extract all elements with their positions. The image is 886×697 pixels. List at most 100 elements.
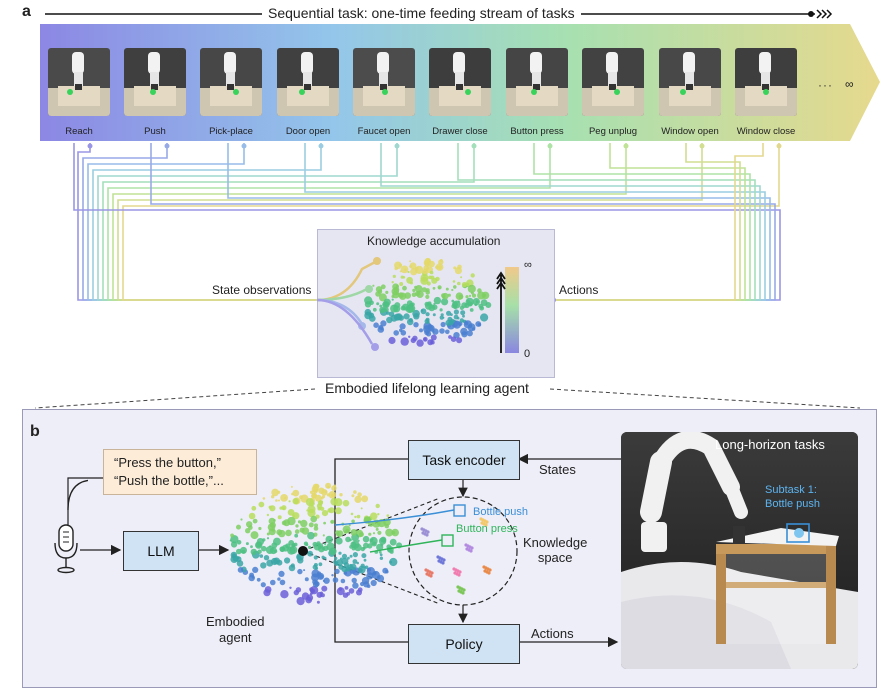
brain-node	[259, 554, 264, 558]
task-label: Door open	[285, 126, 331, 137]
brain-node	[344, 586, 349, 590]
brain-node	[370, 579, 377, 587]
brain-node	[237, 567, 244, 573]
knowledge-accumulation-title: Knowledge accumulation	[367, 234, 501, 248]
brain-node	[400, 337, 409, 346]
brain-node	[333, 484, 337, 488]
brain-node	[256, 577, 261, 582]
brain-node	[468, 294, 472, 297]
state-observations-label: State observations	[212, 283, 312, 297]
brain-node	[445, 287, 449, 291]
button-press-link	[369, 539, 443, 553]
brain-node	[480, 306, 483, 309]
brain-node	[288, 500, 291, 503]
brain-node	[257, 549, 262, 554]
brain-node	[292, 512, 300, 520]
brain-node	[460, 276, 463, 279]
task-label: Faucet open	[357, 126, 411, 137]
brain-node	[392, 531, 396, 535]
brain-node	[361, 553, 367, 559]
brain-node	[351, 519, 355, 524]
brain-node	[407, 304, 416, 313]
brain-node	[316, 600, 320, 604]
brain-node	[423, 337, 427, 341]
brain-node	[361, 495, 369, 503]
brain-node	[236, 524, 241, 530]
brain-node	[409, 262, 417, 270]
brain-node	[450, 313, 453, 316]
observation-line	[122, 143, 780, 301]
task-thumbnail	[48, 48, 110, 116]
brain-node	[334, 507, 342, 515]
brain-node	[439, 315, 444, 320]
knowledge-space-line-1: Knowledge	[523, 535, 588, 550]
brain-node	[321, 510, 329, 517]
brain-node	[378, 550, 382, 554]
brain-node	[309, 587, 314, 592]
skill-cluster-point	[429, 574, 433, 578]
brain-node	[296, 597, 305, 606]
brain-node	[284, 557, 291, 564]
bottle-push-marker	[453, 504, 466, 517]
brain-node	[289, 545, 298, 555]
brain-node	[317, 543, 324, 549]
brain-node	[456, 316, 460, 320]
brain-node	[329, 547, 337, 556]
brain-node	[264, 586, 272, 593]
brain-node	[334, 556, 338, 560]
brain-node	[408, 318, 413, 323]
brain-node	[338, 551, 342, 555]
brain-node	[445, 329, 450, 335]
knowledge-space-line-2: space	[537, 550, 573, 565]
brain-node	[362, 546, 366, 550]
brain-node	[362, 535, 370, 543]
brain-node	[341, 553, 348, 559]
brain-node	[385, 290, 389, 294]
observation-port	[87, 143, 93, 149]
brain-node	[424, 318, 430, 324]
brain-node	[364, 296, 373, 305]
brain-node	[252, 518, 258, 524]
brain-node	[390, 304, 399, 313]
brain-node	[433, 302, 436, 306]
brain-node	[372, 307, 377, 312]
brain-node	[426, 281, 431, 286]
brain-node	[236, 560, 244, 567]
brain-node	[427, 339, 434, 346]
more-tasks-ellipsis: ···	[818, 78, 833, 92]
brain-node	[380, 536, 387, 543]
brain-node	[330, 519, 335, 524]
brain-node	[350, 512, 354, 516]
brain-node	[377, 530, 382, 535]
brain-node	[408, 335, 411, 338]
brain-node	[399, 323, 406, 330]
brain-node	[376, 302, 380, 306]
brain-node	[388, 336, 396, 345]
brain-node	[428, 304, 436, 312]
brain-node	[433, 296, 442, 305]
brain-node	[392, 274, 396, 278]
policy-box: Policy	[408, 624, 520, 664]
brain-node	[278, 570, 285, 577]
brain-node	[281, 505, 287, 511]
brain-node	[439, 328, 445, 334]
brain-node	[266, 513, 270, 517]
brain-node	[350, 529, 358, 536]
brain-node	[461, 281, 468, 288]
brain-node	[229, 539, 232, 542]
skill-cluster-point	[462, 588, 466, 592]
panel-a-label: a	[22, 3, 31, 20]
task-thumbnail	[582, 48, 644, 116]
brain-node	[465, 295, 469, 299]
brain-node	[266, 559, 274, 567]
brain-node	[307, 531, 315, 540]
brain-node	[260, 582, 266, 588]
brain-node	[437, 285, 442, 290]
brain-node	[300, 519, 308, 528]
stem-node	[373, 257, 381, 265]
brain-node	[425, 312, 430, 317]
brain-node	[446, 310, 452, 316]
brain-node	[311, 492, 317, 499]
brain-node	[442, 292, 449, 300]
brain-node	[312, 541, 318, 547]
